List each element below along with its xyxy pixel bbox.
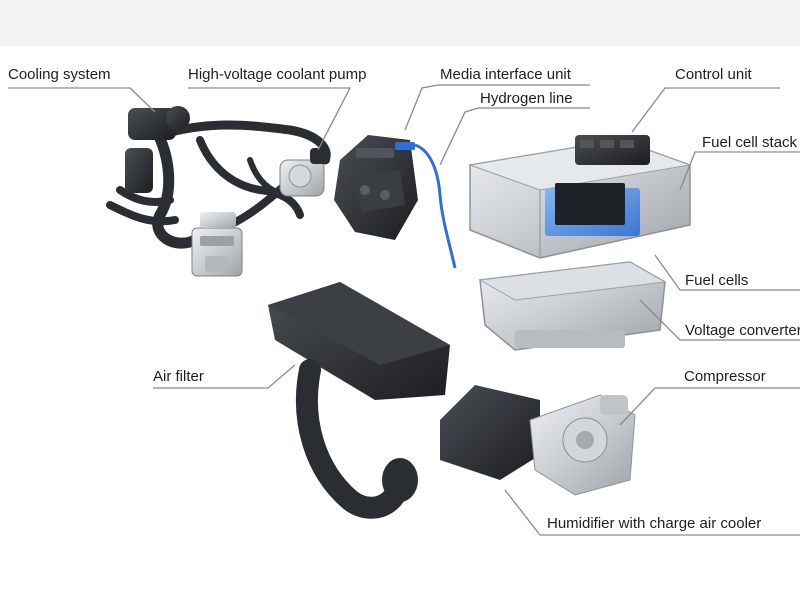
coolant-pump-part bbox=[279, 148, 330, 197]
voltage-converter-part bbox=[478, 261, 667, 351]
leader-lines bbox=[8, 84, 800, 536]
control-unit-part bbox=[575, 135, 650, 165]
fuel-cells-part bbox=[545, 183, 640, 236]
top-band bbox=[0, 0, 800, 46]
label-air-filter: Air filter bbox=[153, 368, 204, 385]
media-interface-part bbox=[334, 135, 418, 240]
compressor-part bbox=[440, 385, 636, 496]
label-compressor: Compressor bbox=[684, 368, 766, 385]
label-fuel-cells: Fuel cells bbox=[685, 272, 749, 289]
label-hydrogen-line: Hydrogen line bbox=[480, 90, 573, 107]
label-coolant-pump: High-voltage coolant pump bbox=[188, 66, 367, 83]
hydrogen-line-part bbox=[414, 143, 457, 269]
air-filter-part bbox=[268, 282, 450, 519]
label-cooling-system: Cooling system bbox=[8, 66, 111, 83]
label-fuel-cell-stack: Fuel cell stack bbox=[702, 134, 798, 151]
cooling-housing-part bbox=[125, 106, 243, 277]
label-voltage-converter: Voltage converter bbox=[685, 322, 800, 339]
label-control-unit: Control unit bbox=[675, 66, 752, 83]
label-humidifier: Humidifier with charge air cooler bbox=[547, 515, 762, 532]
label-media-interface-unit: Media interface unit bbox=[440, 66, 571, 83]
